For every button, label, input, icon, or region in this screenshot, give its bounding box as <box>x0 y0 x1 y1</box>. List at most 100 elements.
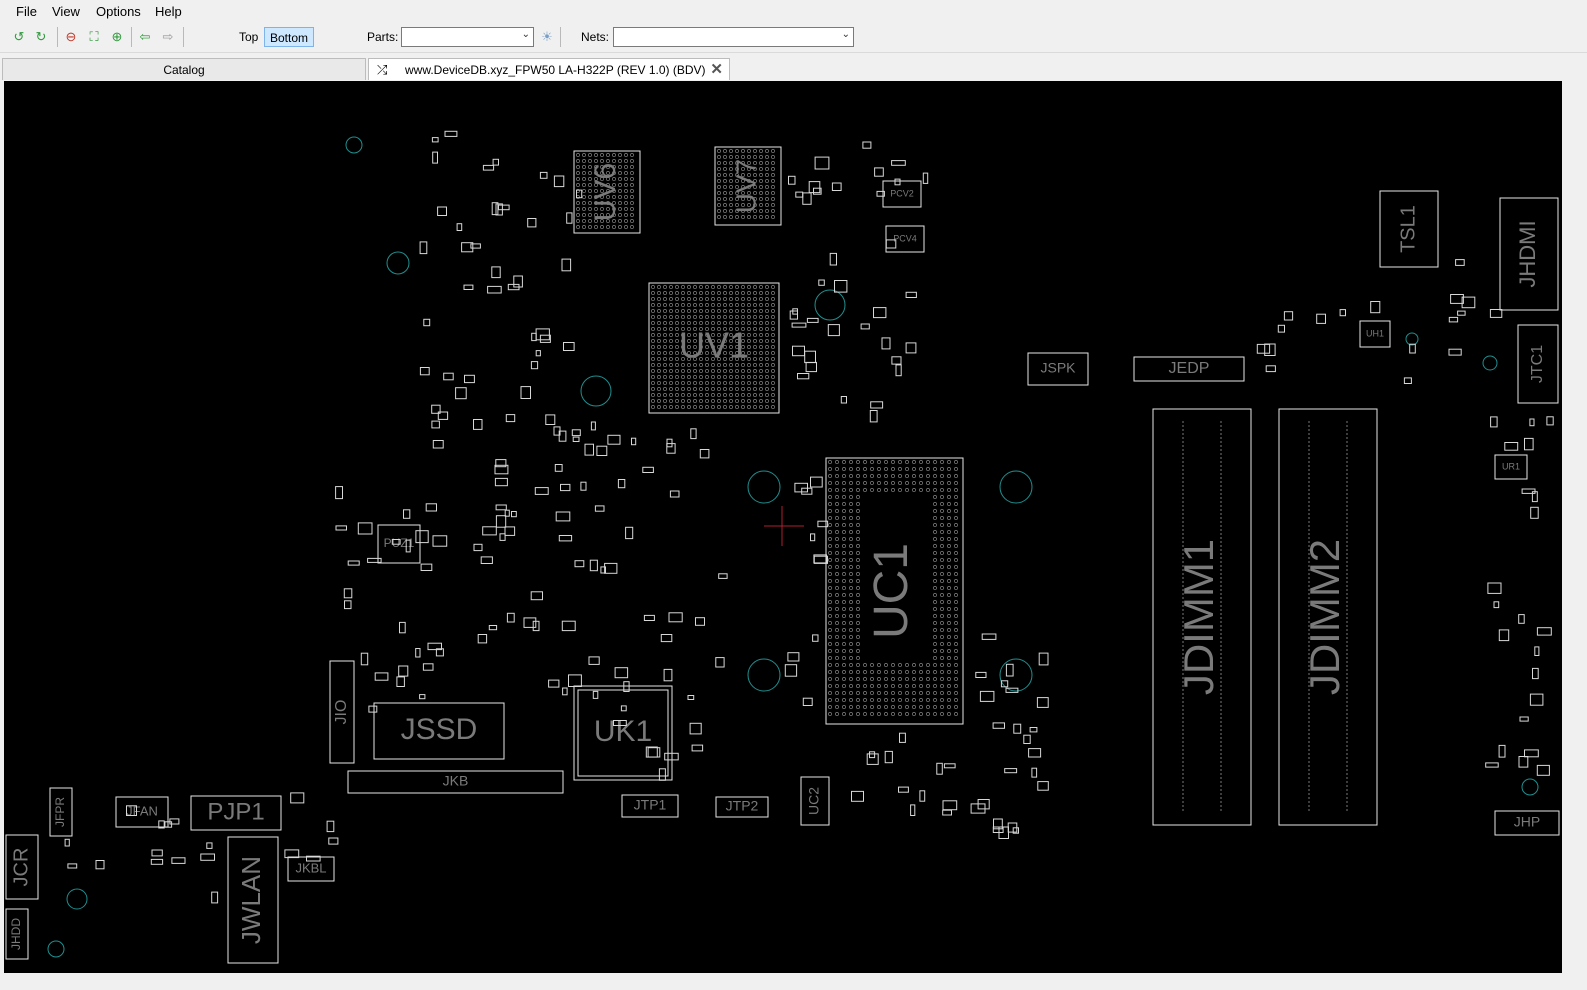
passive-component[interactable] <box>463 284 474 291</box>
board-part-ur1[interactable]: UR1 <box>1494 454 1528 480</box>
board-part-jhdmi[interactable]: JHDMI <box>1499 197 1559 311</box>
passive-component[interactable] <box>560 483 571 492</box>
passive-component[interactable] <box>200 853 216 861</box>
bottom-side-toggle[interactable]: Bottom <box>264 27 315 47</box>
passive-component[interactable] <box>1012 827 1020 834</box>
passive-component[interactable] <box>1036 697 1049 708</box>
board-part-pcv2[interactable]: PCV2 <box>882 180 922 208</box>
passive-component[interactable] <box>788 175 796 185</box>
passive-component[interactable] <box>431 404 441 414</box>
passive-component[interactable] <box>1457 310 1466 316</box>
passive-component[interactable] <box>840 396 847 404</box>
passive-component[interactable] <box>555 511 571 522</box>
passive-component[interactable] <box>513 275 523 288</box>
passive-component[interactable] <box>473 419 483 430</box>
passive-component[interactable] <box>1519 716 1529 722</box>
passive-component[interactable] <box>590 421 596 431</box>
passive-component[interactable] <box>539 171 548 179</box>
passive-component[interactable] <box>343 588 353 599</box>
passive-component[interactable] <box>553 175 565 188</box>
passive-component[interactable] <box>690 428 697 440</box>
passive-component[interactable] <box>1521 488 1536 494</box>
passive-component[interactable] <box>64 838 70 847</box>
passive-component[interactable] <box>425 503 438 512</box>
passive-component[interactable] <box>1524 437 1534 451</box>
passive-component[interactable] <box>456 223 463 231</box>
passive-component[interactable] <box>391 539 401 545</box>
passive-component[interactable] <box>1403 377 1412 384</box>
passive-component[interactable] <box>520 386 531 400</box>
parts-combobox[interactable]: ⌄ <box>401 27 534 47</box>
passive-component[interactable] <box>306 855 321 862</box>
passive-component[interactable] <box>1546 416 1554 426</box>
passive-component[interactable] <box>1498 629 1510 642</box>
passive-component[interactable] <box>422 663 434 671</box>
passive-component[interactable] <box>817 520 829 528</box>
passive-component[interactable] <box>495 459 507 468</box>
passive-component[interactable] <box>623 681 630 693</box>
passive-component[interactable] <box>531 332 537 342</box>
board-part-pcv4[interactable]: PCV4 <box>885 225 925 253</box>
passive-component[interactable] <box>797 373 810 380</box>
passive-component[interactable] <box>432 151 439 164</box>
passive-component[interactable] <box>625 526 634 540</box>
passive-component[interactable] <box>580 481 587 491</box>
passive-component[interactable] <box>206 842 213 849</box>
passive-component[interactable] <box>335 525 347 531</box>
passive-component[interactable] <box>895 364 902 377</box>
passive-component[interactable] <box>506 612 515 623</box>
passive-component[interactable] <box>905 291 917 299</box>
passive-component[interactable] <box>211 891 219 904</box>
passive-component[interactable] <box>643 614 655 622</box>
board-part-jedp[interactable]: JEDP <box>1133 356 1245 382</box>
passive-component[interactable] <box>600 566 607 574</box>
passive-component[interactable] <box>491 202 499 216</box>
passive-component[interactable] <box>834 280 848 293</box>
passive-component[interactable] <box>936 762 943 775</box>
passive-component[interactable] <box>494 464 509 475</box>
passive-component[interactable] <box>596 445 608 457</box>
board-part-jhp[interactable]: JHP <box>1494 810 1560 836</box>
passive-component[interactable] <box>1004 768 1018 774</box>
passive-component[interactable] <box>487 285 502 294</box>
passive-component[interactable] <box>527 218 537 228</box>
passive-component[interactable] <box>905 342 917 354</box>
passive-component[interactable] <box>795 191 804 198</box>
passive-component[interactable] <box>592 690 599 699</box>
passive-component[interactable] <box>802 697 813 707</box>
passive-component[interactable] <box>1518 614 1525 624</box>
board-part-jtp1[interactable]: JTP1 <box>621 794 679 818</box>
passive-component[interactable] <box>415 530 429 544</box>
passive-component[interactable] <box>415 648 421 658</box>
passive-component[interactable] <box>477 634 488 644</box>
passive-component[interactable] <box>1023 734 1031 745</box>
passive-component[interactable] <box>482 164 495 171</box>
passive-component[interactable] <box>158 820 165 829</box>
menu-file[interactable]: File <box>16 4 37 19</box>
passive-component[interactable] <box>687 695 695 700</box>
passive-component[interactable] <box>495 504 507 511</box>
board-part-jfan[interactable]: JFAN <box>115 796 169 828</box>
passive-component[interactable] <box>437 411 449 420</box>
passive-component[interactable] <box>1028 748 1042 758</box>
board-part-uk1[interactable]: UK1 <box>573 685 673 781</box>
passive-component[interactable] <box>831 182 842 191</box>
passive-component[interactable] <box>784 664 798 677</box>
passive-component[interactable] <box>942 809 953 816</box>
passive-component[interactable] <box>891 160 906 166</box>
passive-component[interactable] <box>993 818 1003 830</box>
board-part-uh1[interactable]: UH1 <box>1359 320 1391 348</box>
passive-component[interactable] <box>563 342 575 351</box>
passive-component[interactable] <box>1038 652 1049 666</box>
passive-component[interactable] <box>561 258 572 272</box>
passive-component[interactable] <box>545 414 556 425</box>
passive-component[interactable] <box>668 612 683 623</box>
passive-component[interactable] <box>396 676 405 688</box>
passive-component[interactable] <box>818 279 825 286</box>
passive-component[interactable] <box>443 372 454 381</box>
passive-component[interactable] <box>1532 667 1539 680</box>
passive-component[interactable] <box>491 266 501 279</box>
passive-component[interactable] <box>553 426 561 436</box>
search-bulb-icon[interactable]: ☀ <box>541 29 553 44</box>
passive-component[interactable] <box>874 167 884 177</box>
